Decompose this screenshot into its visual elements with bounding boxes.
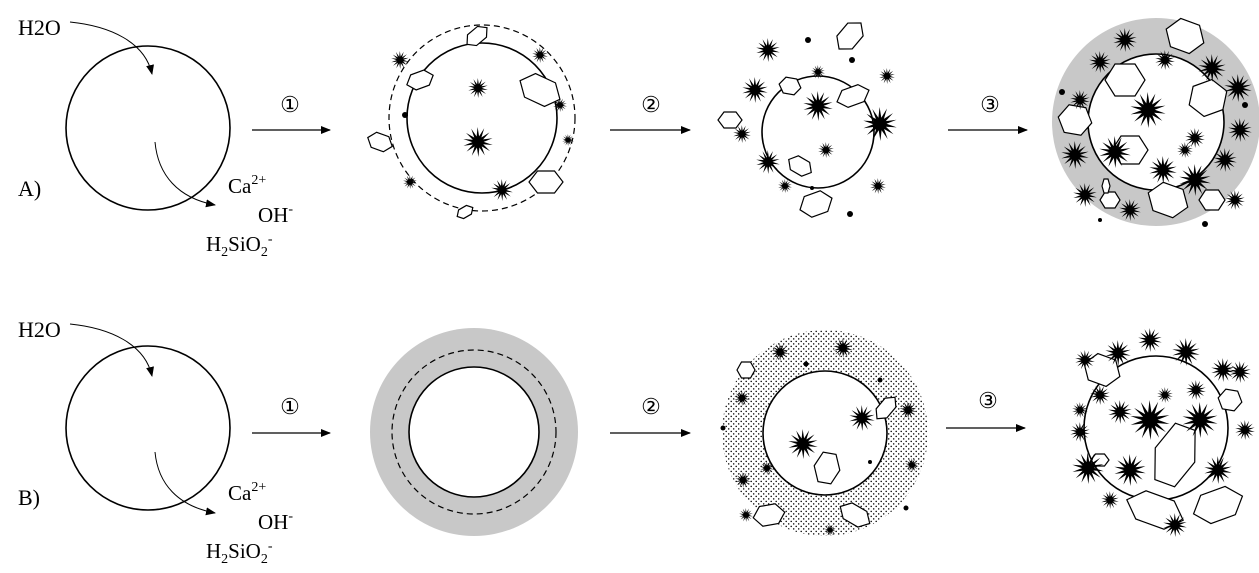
row-b-step-1: ① bbox=[252, 394, 330, 433]
row-label: A) bbox=[18, 176, 41, 201]
cement-grain-circle bbox=[66, 346, 230, 510]
silicate-ion-label: H2SiO2- bbox=[206, 539, 273, 567]
hydrate-particle bbox=[810, 186, 814, 190]
hydrate-particle bbox=[1059, 89, 1065, 95]
row-b: H2O B) Ca2+ OH- H2SiO2- ① ② ③ bbox=[18, 317, 1255, 567]
step-1-label: ① bbox=[280, 92, 300, 117]
hydrate-particle bbox=[402, 112, 408, 118]
ch-crystal bbox=[1216, 388, 1243, 412]
ion-release-arrow bbox=[155, 142, 215, 205]
unhydrated-core bbox=[407, 43, 557, 193]
hydroxide-ion-label: OH- bbox=[258, 202, 293, 227]
hydrate-particle bbox=[878, 378, 883, 383]
row-a-intermediate-hydration bbox=[718, 17, 897, 221]
row-a-step-3: ③ bbox=[948, 92, 1027, 130]
ch-crystal bbox=[796, 188, 835, 220]
csh-crystal bbox=[1130, 400, 1169, 440]
csh-crystal bbox=[1138, 328, 1162, 352]
csh-crystal bbox=[468, 78, 488, 98]
water-ingress-arrow bbox=[70, 22, 152, 74]
ch-crystal bbox=[529, 171, 563, 193]
row-b-step-3: ③ bbox=[946, 388, 1025, 428]
csh-crystal bbox=[532, 47, 548, 63]
row-a: H2O A) Ca2+ OH- H2SiO2- ① ② ③ bbox=[18, 15, 1259, 260]
step-2-label: ② bbox=[641, 92, 661, 117]
row-b-initial-grain: H2O B) Ca2+ OH- H2SiO2- bbox=[18, 317, 293, 567]
row-b-early-hydration bbox=[370, 328, 578, 536]
csh-crystal bbox=[1235, 420, 1255, 440]
csh-crystal bbox=[879, 68, 895, 84]
row-label: B) bbox=[18, 485, 40, 510]
ch-crystal bbox=[1100, 192, 1120, 208]
csh-crystal bbox=[1070, 422, 1090, 442]
ch-crystal bbox=[785, 153, 816, 180]
row-a-initial-grain: H2O A) Ca2+ OH- H2SiO2- bbox=[18, 15, 293, 260]
csh-crystal bbox=[756, 38, 780, 62]
csh-crystal bbox=[1101, 491, 1119, 509]
hydrate-particle bbox=[847, 211, 853, 217]
row-b-intermediate-hydration bbox=[721, 330, 929, 536]
row-b-late-hydration bbox=[1070, 328, 1255, 537]
csh-crystal bbox=[1090, 385, 1110, 405]
step-3-label: ③ bbox=[978, 388, 998, 413]
csh-crystal bbox=[739, 508, 753, 522]
csh-crystal bbox=[1108, 400, 1132, 424]
ch-crystal bbox=[404, 68, 436, 93]
csh-crystal bbox=[1204, 456, 1231, 484]
hydrate-particle bbox=[1202, 221, 1208, 227]
csh-crystal bbox=[391, 51, 409, 69]
row-a-step-1: ① bbox=[252, 92, 330, 130]
csh-crystal bbox=[463, 127, 492, 157]
row-a-step-2: ② bbox=[610, 92, 690, 130]
ch-crystal bbox=[1102, 179, 1110, 193]
csh-crystal bbox=[742, 77, 767, 103]
hydrate-particle bbox=[1242, 102, 1248, 108]
csh-crystal bbox=[1186, 380, 1206, 400]
ch-crystal bbox=[455, 203, 476, 221]
step-2-label: ② bbox=[641, 394, 661, 419]
hydrate-particle bbox=[868, 460, 872, 464]
hydrate-particle bbox=[1098, 218, 1102, 222]
hydroxide-ion-label: OH- bbox=[258, 509, 293, 534]
csh-crystal bbox=[1172, 338, 1199, 366]
water-ingress-arrow bbox=[70, 324, 152, 376]
csh-crystal bbox=[1157, 387, 1173, 403]
csh-crystal bbox=[1114, 454, 1145, 486]
csh-crystal bbox=[863, 107, 896, 141]
row-b-step-2: ② bbox=[610, 394, 690, 433]
calcium-ion-label: Ca2+ bbox=[228, 173, 266, 198]
ch-crystal bbox=[737, 362, 755, 378]
ion-release-arrow bbox=[155, 452, 215, 513]
hydrate-particle bbox=[804, 362, 809, 367]
silicate-ion-label: H2SiO2- bbox=[206, 232, 273, 260]
csh-crystal bbox=[803, 91, 832, 121]
hydrate-particle bbox=[904, 506, 909, 511]
row-a-late-hydration bbox=[1052, 15, 1259, 227]
water-label: H2O bbox=[18, 15, 61, 40]
calcium-ion-label: Ca2+ bbox=[228, 480, 266, 505]
hydrate-particle bbox=[849, 57, 855, 63]
hydrate-particle bbox=[721, 426, 726, 431]
step-1-label: ① bbox=[280, 394, 300, 419]
row-a-early-hydration bbox=[365, 22, 575, 221]
csh-crystal bbox=[491, 179, 513, 201]
step-3-label: ③ bbox=[980, 92, 1000, 117]
ch-crystal bbox=[834, 82, 872, 111]
hydrate-particle bbox=[805, 37, 811, 43]
ch-crystal bbox=[718, 112, 742, 128]
csh-crystal bbox=[818, 142, 834, 158]
csh-crystal bbox=[870, 178, 886, 194]
unhydrated-core bbox=[409, 367, 539, 497]
ch-crystal bbox=[1188, 482, 1247, 528]
ch-crystal bbox=[831, 17, 868, 56]
ch-crystal bbox=[1199, 190, 1225, 210]
cement-grain-circle bbox=[66, 46, 230, 210]
water-label: H2O bbox=[18, 317, 61, 342]
